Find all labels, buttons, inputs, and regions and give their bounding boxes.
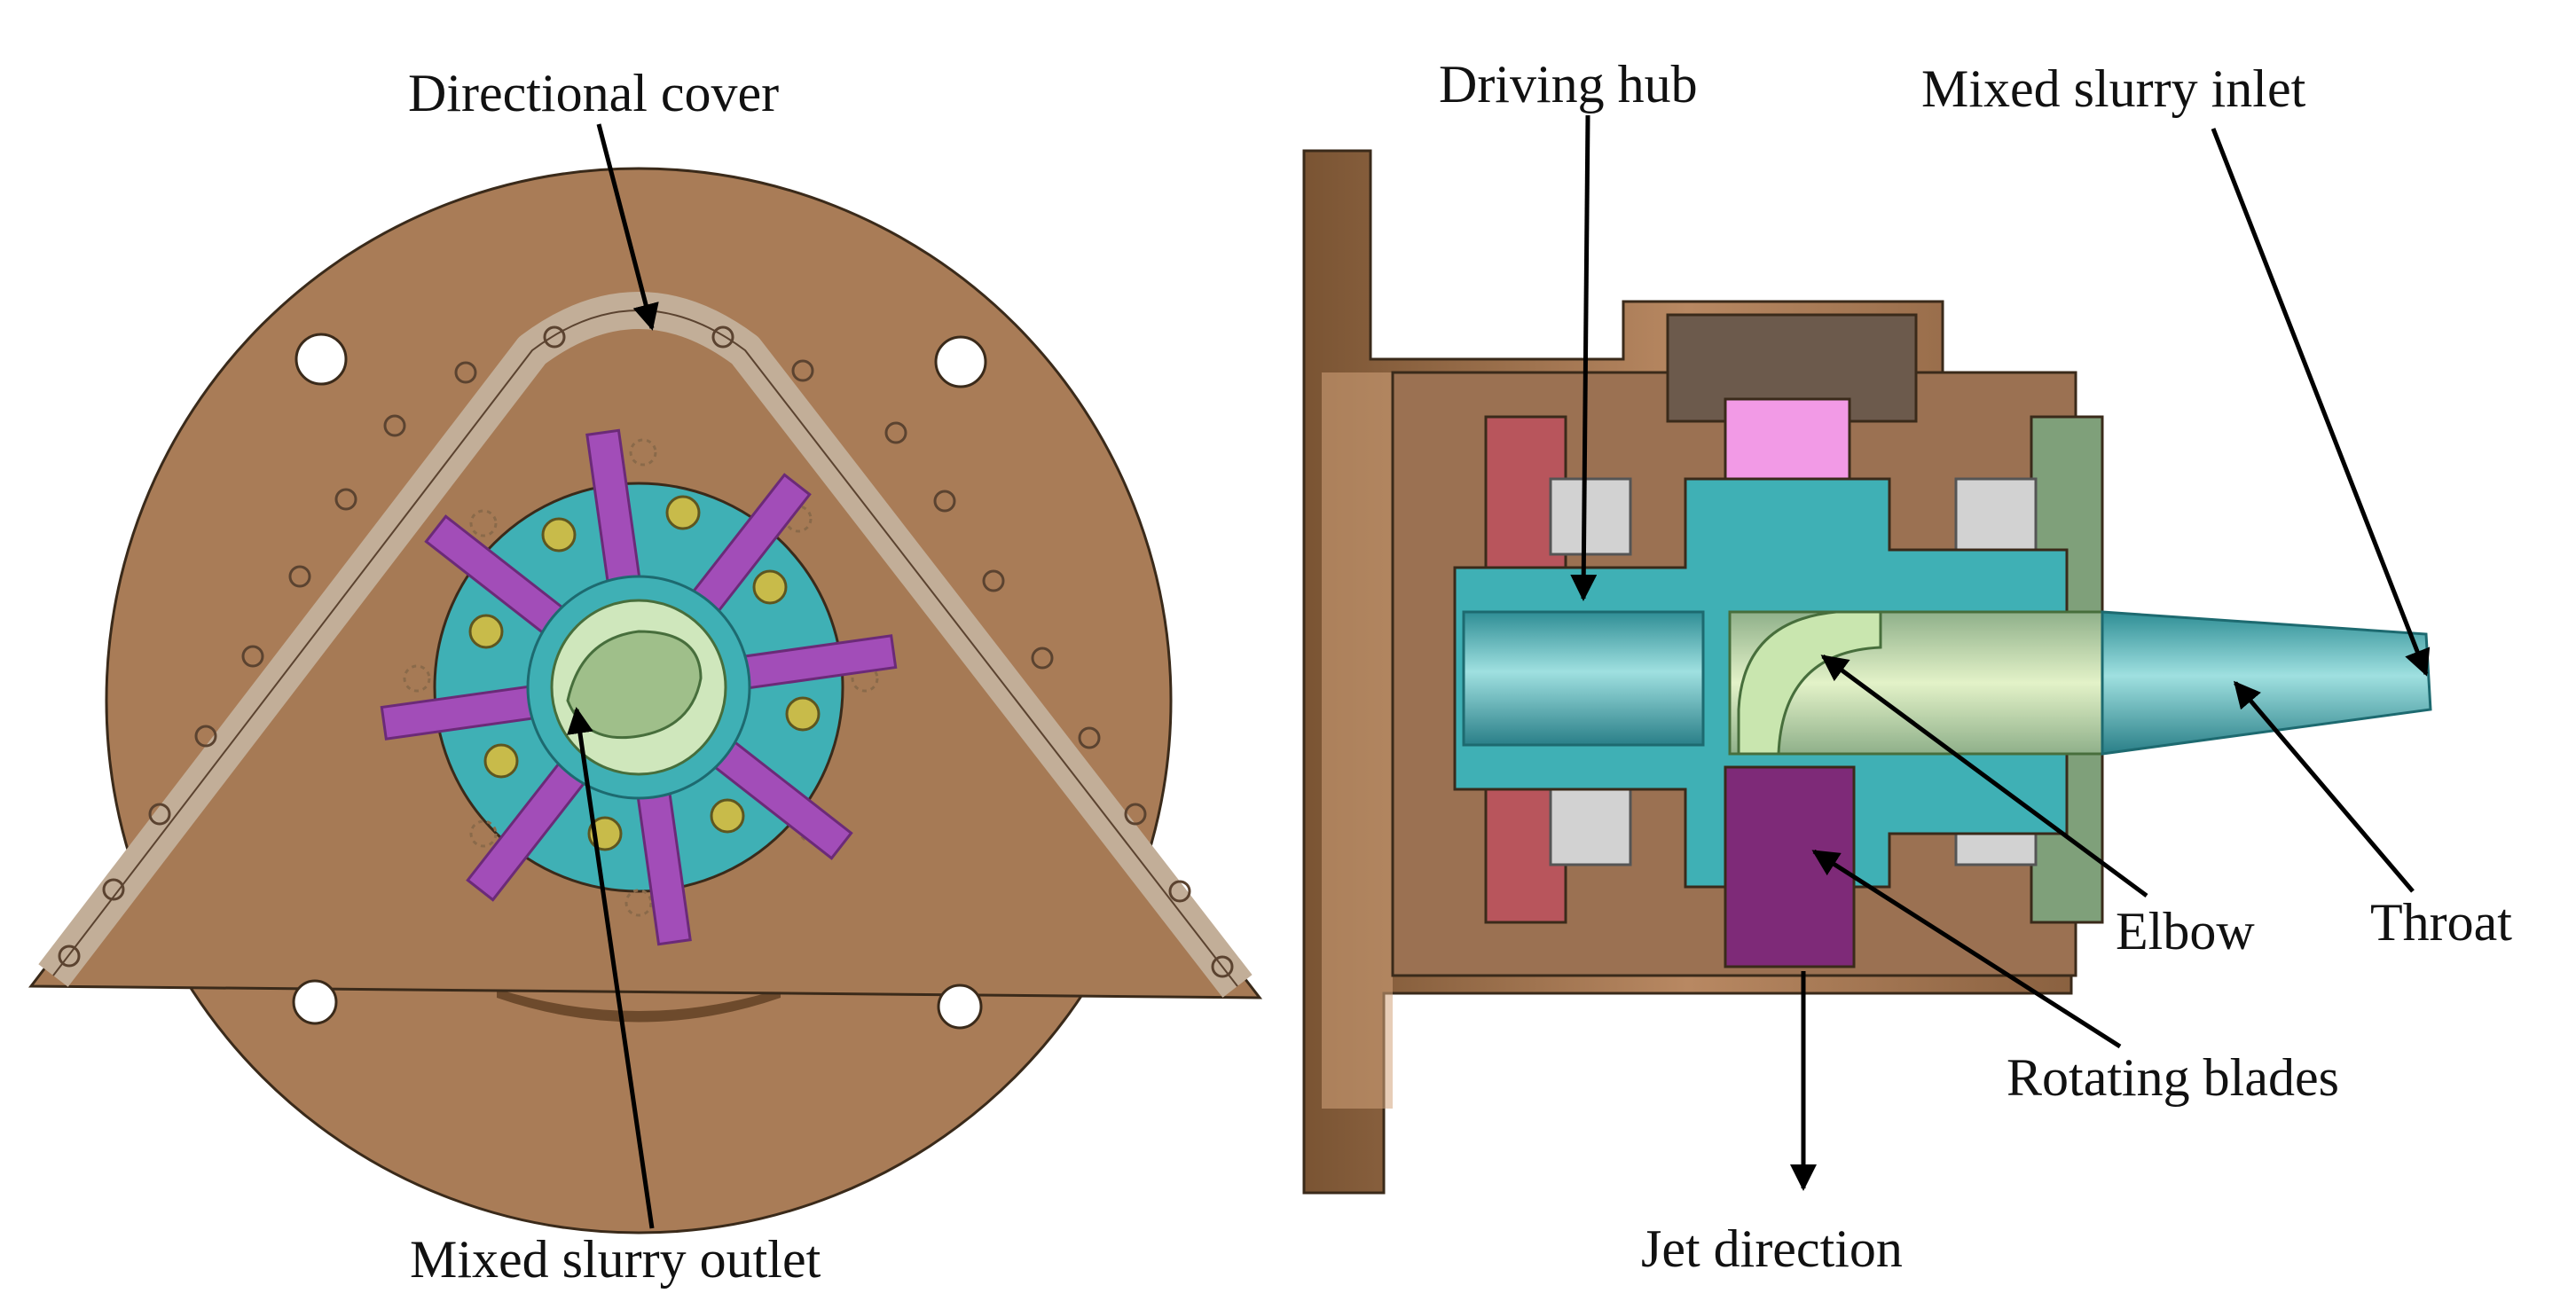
label-throat: Throat bbox=[2370, 893, 2512, 952]
label-elbow: Elbow bbox=[2116, 902, 2255, 960]
leader-directional-cover bbox=[596, 123, 659, 331]
leader-driving-hub bbox=[1570, 114, 1598, 601]
hub-bolts bbox=[468, 495, 821, 851]
label-mixed-slurry-outlet: Mixed slurry outlet bbox=[410, 1230, 821, 1289]
label-mixed-slurry-inlet: Mixed slurry inlet bbox=[1921, 59, 2306, 118]
leader-rotating-blades bbox=[1811, 849, 2122, 1049]
hub-bore bbox=[1462, 610, 1705, 747]
disc-lower-shadow bbox=[497, 989, 781, 1023]
front-view bbox=[27, 167, 1263, 1235]
throat-cone bbox=[2101, 610, 2432, 756]
label-jet-direction: Jet direction bbox=[1641, 1219, 1903, 1278]
leader-mixed-slurry-inlet bbox=[2211, 128, 2431, 677]
leader-elbow bbox=[1820, 654, 2148, 898]
label-directional-cover: Directional cover bbox=[408, 64, 779, 122]
section-view bbox=[1302, 149, 2432, 1195]
leader-mixed-slurry-outlet bbox=[567, 707, 655, 1229]
label-rotating-blades: Rotating blades bbox=[2007, 1048, 2339, 1107]
leader-throat bbox=[2234, 680, 2415, 893]
elbow-pipe bbox=[1737, 610, 1882, 756]
mounting-holes bbox=[292, 333, 987, 1030]
flange-face bbox=[1322, 372, 1393, 1109]
outlet-nozzle bbox=[566, 630, 703, 740]
label-driving-hub: Driving hub bbox=[1439, 55, 1698, 114]
band-screws bbox=[58, 325, 1234, 978]
